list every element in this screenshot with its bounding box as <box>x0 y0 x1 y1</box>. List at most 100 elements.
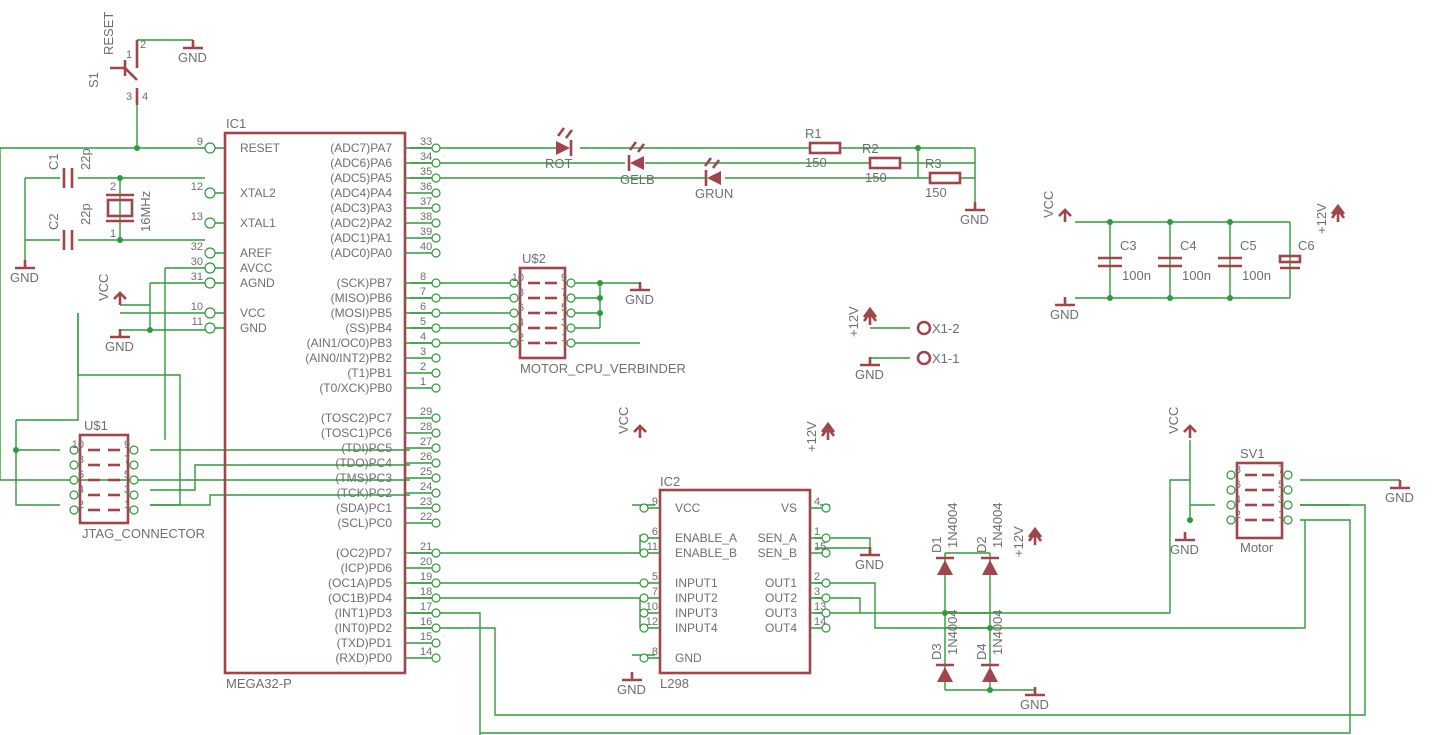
diode-d1[interactable]: D1 1N4004 <box>929 502 960 575</box>
resistor-r3[interactable]: R3 150 <box>925 156 962 200</box>
ic1-pin-end[interactable] <box>431 413 441 423</box>
u1-pin-end[interactable] <box>69 505 79 515</box>
ic1-pin-end[interactable] <box>431 488 441 498</box>
u2-pin-end[interactable] <box>509 323 519 333</box>
u2-pin-end[interactable] <box>509 293 519 303</box>
capacitor-c6[interactable]: C6 <box>1278 238 1315 270</box>
crystal-q1[interactable]: 16MHz 2 1 <box>106 181 153 240</box>
u1-pin-end[interactable] <box>129 505 139 515</box>
ic2-pin-end[interactable] <box>821 503 831 513</box>
capacitor-c4[interactable]: C4 100n <box>1158 238 1211 283</box>
u1-pin-end[interactable] <box>129 445 139 455</box>
ic1-pin-end[interactable] <box>204 247 216 259</box>
ic1-pin-end[interactable] <box>431 548 441 558</box>
terminal-x1[interactable]: X1-2 X1-1 <box>916 320 959 366</box>
u1-pin-end[interactable] <box>129 460 139 470</box>
sv1-pin-end[interactable] <box>1226 485 1236 495</box>
ic1-pin-end[interactable] <box>431 653 441 663</box>
u2-pin-end[interactable] <box>566 278 576 288</box>
ic2-pin-end[interactable] <box>821 578 831 588</box>
u1-pin-end[interactable] <box>129 490 139 500</box>
ic1-pin-end[interactable] <box>431 443 441 453</box>
capacitor-c3[interactable]: C3 100n <box>1098 238 1151 283</box>
capacitor-c2[interactable]: C2 22p <box>46 203 93 250</box>
ic1-pin-end[interactable] <box>431 293 441 303</box>
ic1-pin-end[interactable] <box>431 308 441 318</box>
ic2-pin-end[interactable] <box>639 578 649 588</box>
u2-pin-end[interactable] <box>566 323 576 333</box>
diode-d2[interactable]: D2 1N4004 <box>974 502 1005 575</box>
ic1-pin-end[interactable] <box>431 503 441 513</box>
ic2-pin-end[interactable] <box>821 548 831 558</box>
ic1-pin-end[interactable] <box>204 277 216 289</box>
u1-pin-end[interactable] <box>69 445 79 455</box>
capacitor-c5[interactable]: C5 100n <box>1218 238 1271 283</box>
ic1-pin-end[interactable] <box>431 233 441 243</box>
u2-pin-end[interactable] <box>509 338 519 348</box>
ic1-pin-end[interactable] <box>431 158 441 168</box>
ic1-pin-end[interactable] <box>431 278 441 288</box>
ic1-pin-end[interactable] <box>431 623 441 633</box>
resistor-r2[interactable]: R2 150 <box>862 141 902 185</box>
u1-pin-end[interactable] <box>69 475 79 485</box>
diode-d3[interactable]: D3 1N4004 <box>929 609 960 682</box>
ic1-pin-end[interactable] <box>431 218 441 228</box>
resistor-r1[interactable]: R1 150 <box>805 126 842 170</box>
ic1-pin-end[interactable] <box>431 338 441 348</box>
ic2-pin-end[interactable] <box>639 593 649 603</box>
u2-pin-end[interactable] <box>509 308 519 318</box>
ic2-pin-end[interactable] <box>821 623 831 633</box>
ic1-pin-end[interactable] <box>431 518 441 528</box>
sv1-pin-end[interactable] <box>1226 470 1236 480</box>
reset-switch[interactable]: S1 RESET 1 2 3 4 <box>86 12 148 105</box>
sv1-pin-end[interactable] <box>1283 470 1293 480</box>
ic1-pin-end[interactable] <box>431 578 441 588</box>
ic1-pin-end[interactable] <box>431 248 441 258</box>
u2-pin-end[interactable] <box>566 293 576 303</box>
diode-d4[interactable]: D4 1N4004 <box>974 609 1005 682</box>
ic1-pin-end[interactable] <box>431 473 441 483</box>
led-gelb[interactable]: GELB <box>620 141 655 187</box>
led-grun[interactable]: GRUN <box>695 157 733 201</box>
ic2-pin-end[interactable] <box>639 548 649 558</box>
capacitor-c1[interactable]: C1 22p <box>46 148 93 188</box>
u2-pin-end[interactable] <box>566 338 576 348</box>
ic1-pin-end[interactable] <box>431 173 441 183</box>
ic2-pin-end[interactable] <box>821 533 831 543</box>
u2-pin-end[interactable] <box>566 308 576 318</box>
ic2-pin-end[interactable] <box>639 503 649 513</box>
ic1-pin-end[interactable] <box>431 458 441 468</box>
ic2-pin-end[interactable] <box>639 623 649 633</box>
ic1-pin-end[interactable] <box>431 143 441 153</box>
ic1-pin-end[interactable] <box>431 323 441 333</box>
ic1-pin-end[interactable] <box>431 608 441 618</box>
u1-pin-end[interactable] <box>69 460 79 470</box>
ic2-pin-end[interactable] <box>639 608 649 618</box>
ic1-pin-end[interactable] <box>431 638 441 648</box>
ic1-pin-end[interactable] <box>204 322 216 334</box>
ic1-pin-end[interactable] <box>204 187 216 199</box>
ic2-pin-end[interactable] <box>639 653 649 663</box>
ic2-pin-end[interactable] <box>639 533 649 543</box>
ic2-pin-end[interactable] <box>821 593 831 603</box>
sv1-pin-end[interactable] <box>1226 515 1236 525</box>
ic1-pin-end[interactable] <box>431 353 441 363</box>
ic1-pin-end[interactable] <box>431 203 441 213</box>
ic1-pin-end[interactable] <box>431 563 441 573</box>
sv1-pin-end[interactable] <box>1226 500 1236 510</box>
ic1-pin-end[interactable] <box>204 307 216 319</box>
u1-pin-end[interactable] <box>129 475 139 485</box>
u2-pin-end[interactable] <box>509 278 519 288</box>
ic1-pin-end[interactable] <box>431 428 441 438</box>
ic1-pin-end[interactable] <box>431 368 441 378</box>
ic1-pin-end[interactable] <box>431 593 441 603</box>
ic1-pin-end[interactable] <box>431 383 441 393</box>
ic2-pin-end[interactable] <box>821 608 831 618</box>
sv1-pin-end[interactable] <box>1283 485 1293 495</box>
ic1-pin-end[interactable] <box>431 188 441 198</box>
